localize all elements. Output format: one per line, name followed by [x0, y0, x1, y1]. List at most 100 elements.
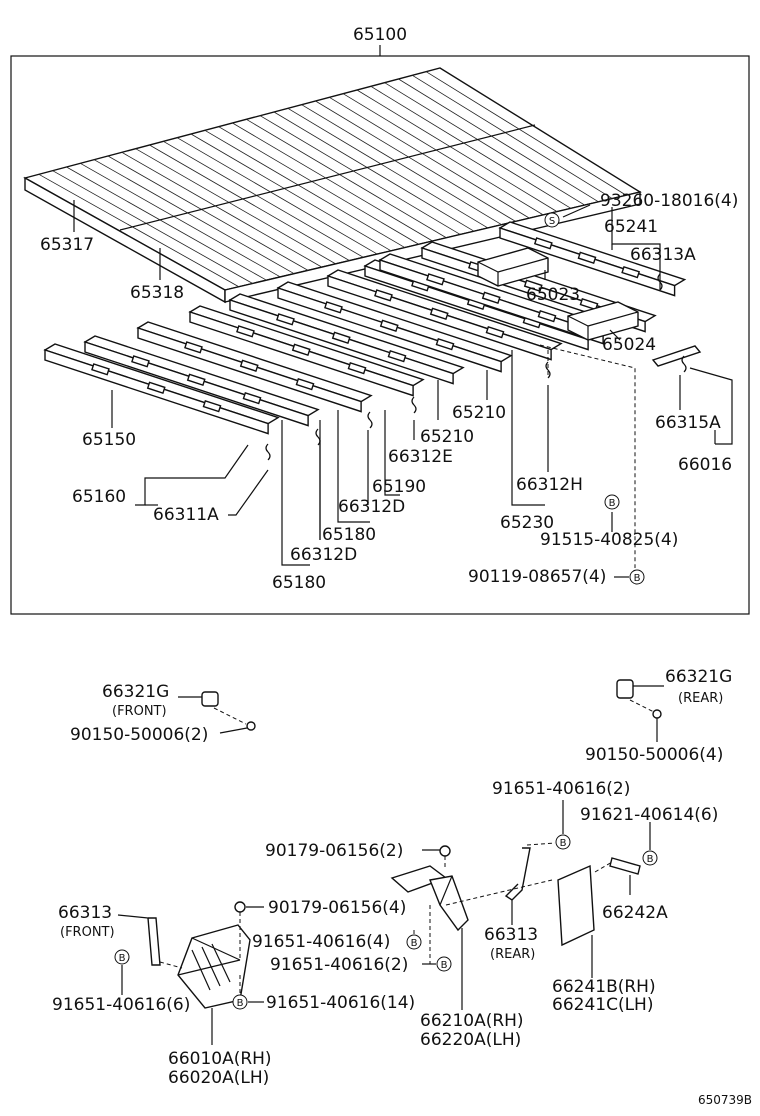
callout-65230: 65230 [500, 513, 554, 533]
callout-66315A: 66315A [655, 413, 721, 433]
b-mark-3 [555, 834, 571, 850]
callout-66321G-rear: 66321G [665, 667, 732, 687]
note-front: (FRONT) [112, 704, 167, 719]
callout-65150: 65150 [82, 430, 136, 450]
clip-hook [681, 355, 687, 373]
block-65023 [477, 247, 549, 287]
sill-bracket [426, 273, 445, 286]
clip-hook [367, 411, 373, 429]
assembly-title: 65100 [353, 25, 407, 45]
callout-66242A: 66242A [602, 903, 668, 923]
callout-90179-4: 90179-06156(4) [268, 898, 406, 918]
callout-91651-4: 91651-40616(4) [252, 932, 390, 952]
bracket-66315A [651, 345, 702, 367]
b-mark-2-label: B [634, 573, 641, 584]
sill-bracket [387, 349, 407, 363]
callout-66313-rear: 66313 [484, 925, 538, 945]
sill-bracket [291, 343, 311, 356]
callout-65241: 65241 [604, 217, 658, 237]
stay-66313-rear [445, 842, 556, 925]
callout-65160: 65160 [72, 487, 126, 507]
callout-65317: 65317 [40, 235, 94, 255]
sill-bracket [347, 361, 367, 375]
callout-91515: 91515-40825(4) [540, 530, 678, 550]
b-mark-5 [114, 949, 130, 965]
callout-65190: 65190 [372, 477, 426, 497]
sill-bracket [435, 337, 455, 351]
top-leaders [73, 200, 733, 568]
b-mark-6 [406, 934, 422, 950]
b-mark-4-label: B [647, 854, 654, 865]
callout-66312E: 66312E [388, 447, 453, 467]
block-65024 [567, 301, 639, 341]
sill-bracket [131, 355, 150, 368]
mud-flap [557, 864, 595, 978]
b-mark-7-label: B [441, 960, 448, 971]
callout-66313A: 66313A [630, 245, 696, 265]
sill-bracket [523, 279, 543, 292]
callout-90179-2: 90179-06156(2) [265, 841, 403, 861]
b-mark-4 [642, 850, 658, 866]
callout-66313-front: 66313 [58, 903, 112, 923]
b-mark-8-label: B [237, 998, 244, 1009]
sill-bracket [91, 363, 110, 376]
callout-65318: 65318 [130, 283, 184, 303]
callout-66241B: 66241B(RH) [552, 977, 656, 997]
sill-bracket [236, 325, 255, 338]
clip-hook [265, 443, 271, 461]
s-mark-label: S [549, 216, 555, 227]
callout-90150-rear: 90150-50006(4) [585, 745, 723, 765]
callout-66241C: 66241C(LH) [552, 995, 653, 1015]
callout-65023: 65023 [526, 285, 580, 305]
clip-hook [545, 361, 551, 379]
callout-90119: 90119-08657(4) [468, 567, 606, 587]
sill-bracket [379, 319, 399, 332]
sill-bracket [186, 373, 206, 386]
figure-id: 650739B [698, 1093, 752, 1107]
callout-90150-front: 90150-50006(2) [70, 725, 208, 745]
nut-90179-4 [234, 901, 264, 960]
bumper-rear [616, 679, 664, 742]
clip-hook [411, 396, 417, 414]
callout-91621: 91621-40614(6) [580, 805, 718, 825]
assembly-frame [10, 55, 750, 615]
sill-bracket [331, 331, 351, 344]
sill-bracket [374, 289, 393, 302]
sill-bracket [276, 313, 295, 326]
callout-93260: 93260-18016(4) [600, 191, 738, 211]
sill-bracket [481, 291, 501, 304]
callout-66312D-a: 66312D [338, 497, 405, 517]
b-mark-2 [629, 569, 645, 585]
s-mark [544, 212, 560, 228]
callout-91651-2b: 91651-40616(2) [270, 955, 408, 975]
sill-bracket [577, 251, 597, 264]
sill-bracket [621, 265, 641, 279]
sill-bracket [429, 307, 449, 320]
b-mark-7 [436, 956, 452, 972]
sill-bracket [202, 399, 222, 413]
callout-91651-14: 91651-40616(14) [266, 993, 415, 1013]
callout-65210-b: 65210 [420, 427, 474, 447]
sill-bracket [579, 297, 599, 311]
callout-66312H: 66312H [516, 475, 583, 495]
b-mark-5-label: B [119, 953, 126, 964]
callout-66210A: 66210A(RH) [420, 1011, 524, 1031]
b-mark-1 [604, 494, 620, 510]
callout-66020A: 66020A(LH) [168, 1068, 269, 1088]
sill-bracket [324, 301, 343, 314]
sill-bracket [184, 341, 203, 354]
callout-65180-b: 65180 [272, 573, 326, 593]
callout-91651-2a: 91651-40616(2) [492, 779, 630, 799]
callout-66311A: 66311A [153, 505, 219, 525]
sill-bracket [533, 237, 553, 250]
callout-66220A: 66220A(LH) [420, 1030, 521, 1050]
mudguard-front [177, 924, 251, 1045]
sill-bracket [242, 391, 262, 405]
callout-66312D-b: 66312D [290, 545, 357, 565]
note-front-2: (FRONT) [60, 925, 115, 940]
callout-66321G-front: 66321G [102, 682, 169, 702]
b-mark-8 [232, 994, 248, 1010]
sill-bracket [239, 359, 259, 372]
note-rear-2: (REAR) [490, 947, 535, 962]
